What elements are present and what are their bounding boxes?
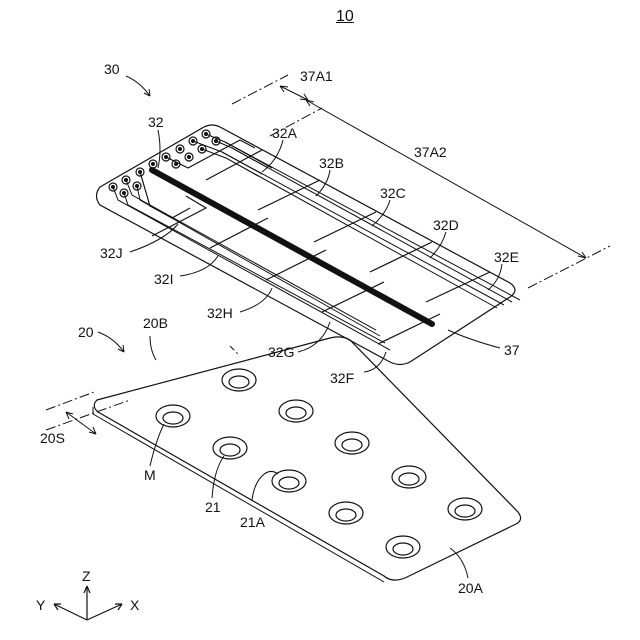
label-32I: 32I xyxy=(154,272,173,286)
x-axis-arrow xyxy=(87,604,122,620)
label-32E: 32E xyxy=(494,250,519,264)
label-32J: 32J xyxy=(100,246,123,260)
leader-32H xyxy=(240,288,272,312)
leader-30 xyxy=(126,76,150,96)
label-20S: 20S xyxy=(40,431,65,445)
label-37A1: 37A1 xyxy=(300,69,333,83)
well xyxy=(222,369,256,391)
label-30: 30 xyxy=(104,62,120,76)
leader-32F xyxy=(364,352,386,372)
label-32B: 32B xyxy=(319,156,344,170)
label-32C: 32C xyxy=(380,186,406,200)
well xyxy=(279,400,313,422)
label-32H: 32H xyxy=(207,306,233,320)
axis-indicator xyxy=(54,586,122,620)
dim-extension xyxy=(46,392,94,410)
label-32A: 32A xyxy=(272,126,297,140)
label-M: M xyxy=(144,468,156,482)
dim-extension-c xyxy=(528,246,610,288)
leader-21 xyxy=(212,456,224,498)
contact-pads xyxy=(109,130,220,197)
wells xyxy=(156,369,482,558)
leader-lines-lower xyxy=(98,332,468,578)
well xyxy=(392,466,426,488)
dimension-lines-37 xyxy=(232,75,610,288)
label-37A2: 37A2 xyxy=(414,145,447,159)
leader-20B xyxy=(150,336,156,360)
well-plate-20 xyxy=(93,337,521,582)
leader-32 xyxy=(158,130,160,168)
well xyxy=(335,432,369,454)
label-20: 20 xyxy=(78,325,94,339)
label-32G: 32G xyxy=(268,345,294,359)
well xyxy=(156,405,190,427)
axis-label-y: Y xyxy=(36,598,45,612)
axis-label-z: Z xyxy=(82,569,91,583)
well xyxy=(329,502,363,524)
label-32D: 32D xyxy=(433,218,459,232)
dim-line-20S xyxy=(66,412,96,434)
label-21: 21 xyxy=(205,500,221,514)
axis-label-x: X xyxy=(130,598,139,612)
figure-number: 10 xyxy=(336,9,354,25)
branch-trace xyxy=(166,140,255,168)
label-20B: 20B xyxy=(143,316,168,330)
y-axis-arrow xyxy=(54,604,87,620)
well xyxy=(448,498,482,520)
arrowhead xyxy=(306,100,314,106)
dim-extension-a xyxy=(232,75,288,104)
leader-32D xyxy=(430,232,446,258)
plate-centerline xyxy=(230,346,240,356)
label-20A: 20A xyxy=(458,581,483,595)
label-32F: 32F xyxy=(330,371,354,385)
well xyxy=(386,536,420,558)
well xyxy=(213,437,247,459)
leader-20 xyxy=(98,332,124,352)
plate-thickness-edge xyxy=(93,407,384,582)
arrowhead xyxy=(578,252,586,258)
label-37: 37 xyxy=(504,343,520,357)
label-32: 32 xyxy=(148,115,164,129)
dim-line-37A1 xyxy=(280,86,308,100)
label-21A: 21A xyxy=(240,515,265,529)
plate-outline xyxy=(94,337,520,580)
leader-M xyxy=(150,424,164,466)
leader-20A xyxy=(450,548,468,578)
dim-line-37A2 xyxy=(306,100,586,258)
dim-extension xyxy=(46,400,130,430)
